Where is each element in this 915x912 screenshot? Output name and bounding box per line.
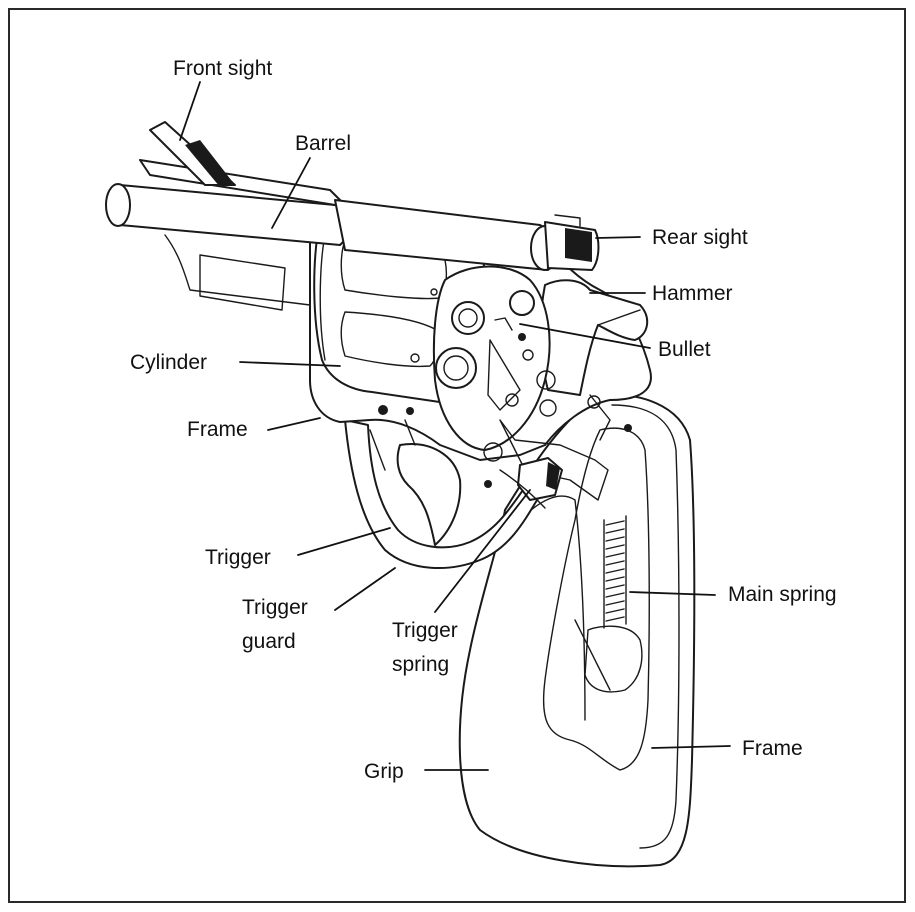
label-trigger-spring-line2: spring [392,653,449,676]
leader-trigger [298,528,390,555]
label-frame-top: Frame [187,418,248,441]
label-grip: Grip [364,760,404,783]
label-barrel: Barrel [295,132,351,155]
label-main-spring: Main spring [728,583,837,606]
label-rear-sight: Rear sight [652,226,748,249]
label-cylinder: Cylinder [130,351,207,374]
label-trigger-guard-line1: Trigger [242,596,308,619]
label-trigger-guard-line2: guard [242,630,296,653]
leader-front-sight [180,82,200,140]
label-frame-bottom: Frame [742,737,803,760]
label-trigger: Trigger [205,546,271,569]
grip-shape [460,395,695,867]
trigger-shape [398,444,461,545]
label-hammer: Hammer [652,282,733,305]
leader-trigger-guard [335,568,395,610]
label-front-sight: Front sight [173,57,272,80]
rear-sight-shape [545,215,598,270]
leader-frame-top [268,418,320,430]
label-trigger-spring-line1: Trigger [392,619,458,642]
label-bullet: Bullet [658,338,711,361]
leader-rear-sight [596,237,640,238]
